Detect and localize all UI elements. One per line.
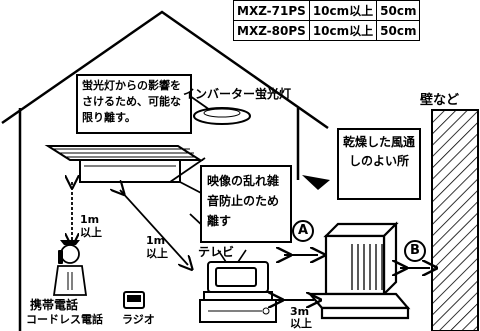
outdoor-unit bbox=[307, 221, 411, 320]
distance-outdoor-label: 3m以上 bbox=[290, 305, 312, 330]
model-cell: MXZ-71PS bbox=[233, 0, 310, 21]
table-row: MXZ-80PS 10cm以上 50cm bbox=[233, 20, 421, 41]
inverter-light-label: インバーター蛍光灯 bbox=[183, 87, 292, 101]
tv-set bbox=[199, 261, 277, 323]
clearance-table: MXZ-71PS 10cm以上 50cm MXZ-80PS 10cm以上 50c… bbox=[233, 0, 421, 41]
clearance-cell: 50cm bbox=[376, 0, 421, 21]
interference-note-box: 映像の乱れ雑音防止のため離す bbox=[200, 165, 292, 243]
radio bbox=[123, 291, 145, 309]
dry-place-box: 乾燥した風通しのよい所 bbox=[337, 128, 421, 200]
fluorescent-light-fixture bbox=[44, 145, 204, 161]
radio-label: ラジオ bbox=[122, 313, 155, 326]
phone-label: 携帯電話 bbox=[30, 298, 79, 312]
house-outline bbox=[1, 10, 329, 331]
distance-tv-label: 1m以上 bbox=[146, 234, 168, 260]
marker-a: A bbox=[292, 220, 314, 242]
wall-hatch bbox=[431, 109, 479, 331]
indoor-unit bbox=[79, 159, 181, 183]
table-row: MXZ-71PS 10cm以上 50cm bbox=[233, 0, 421, 21]
distance-phone-label: 1m以上 bbox=[80, 213, 102, 239]
tv-label: テレビ bbox=[198, 245, 235, 259]
cordless-phone-label: コードレス電話 bbox=[26, 313, 103, 326]
fluorescent-note-box: 蛍光灯からの影響をさけるため、可能な限り離す。 bbox=[76, 74, 192, 134]
model-cell: MXZ-80PS bbox=[233, 20, 310, 41]
inverter-lamp bbox=[193, 107, 251, 125]
marker-b: B bbox=[404, 240, 426, 262]
clearance-cell: 50cm bbox=[376, 20, 421, 41]
clearance-cell: 10cm以上 bbox=[308, 0, 378, 21]
wall-label: 壁など bbox=[420, 93, 460, 108]
clearance-cell: 10cm以上 bbox=[308, 20, 378, 41]
person-with-phone bbox=[52, 240, 88, 296]
